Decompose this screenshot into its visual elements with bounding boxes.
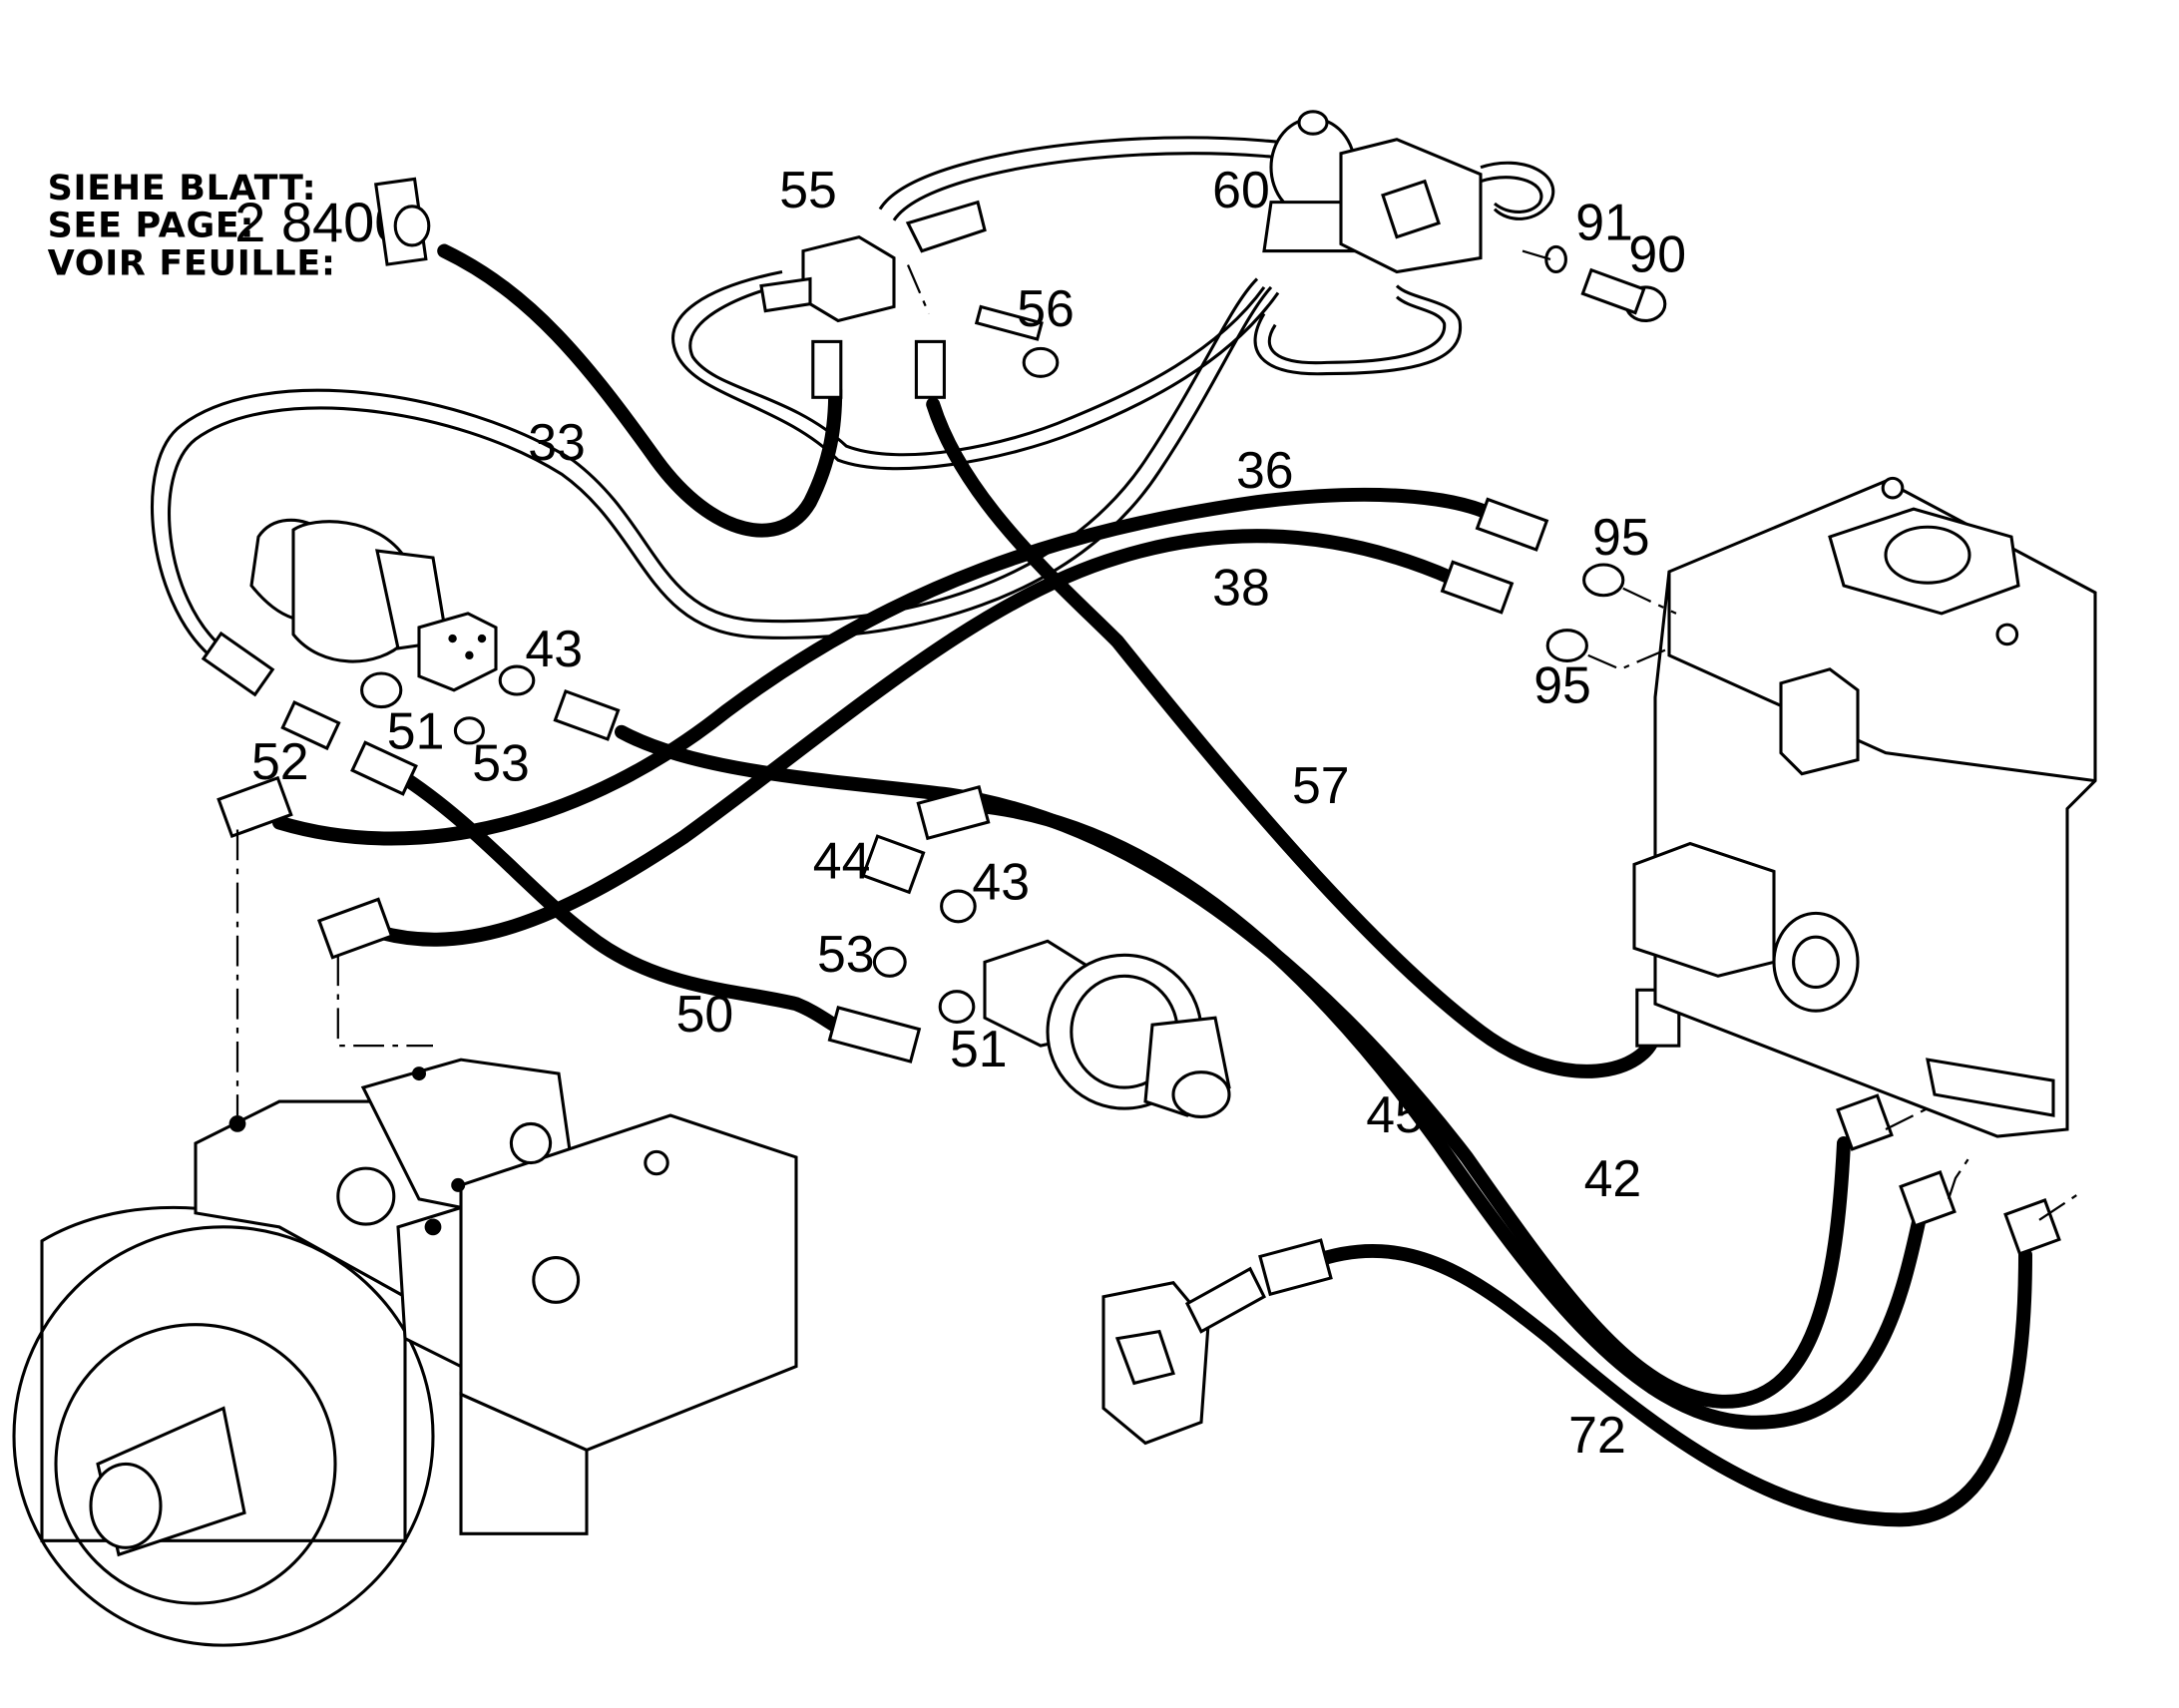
hose-33 bbox=[437, 243, 843, 538]
callout-95-lower: 95 bbox=[1533, 655, 1591, 713]
callout-42: 42 bbox=[1584, 1149, 1642, 1207]
callout-43-lower: 43 bbox=[972, 852, 1030, 910]
hose-50 bbox=[391, 766, 859, 1040]
callout-60: 60 bbox=[1212, 161, 1270, 218]
callout-55: 55 bbox=[779, 161, 837, 218]
callout-95-upper: 95 bbox=[1592, 508, 1650, 566]
fittings bbox=[201, 177, 2061, 1297]
callout-44: 44 bbox=[813, 831, 871, 889]
callout-90: 90 bbox=[1628, 225, 1686, 283]
hose-42 bbox=[615, 724, 1851, 1409]
leader-lines bbox=[235, 249, 2082, 1221]
callout-53-upper: 53 bbox=[472, 734, 530, 792]
callout-57: 57 bbox=[1292, 756, 1350, 814]
callout-51-upper: 51 bbox=[387, 702, 445, 760]
hose-57 bbox=[926, 397, 1662, 1078]
hose-36 bbox=[272, 487, 1502, 846]
accumulator-valve-group bbox=[1262, 110, 1555, 274]
callout-36: 36 bbox=[1236, 441, 1294, 499]
hose-72 bbox=[1306, 1244, 2032, 1527]
hose-38 bbox=[356, 529, 1460, 947]
distribution-block bbox=[759, 200, 987, 323]
callout-52: 52 bbox=[251, 732, 309, 790]
reference-line-de: SIEHE BLATT: bbox=[48, 169, 317, 209]
callout-51-lower: 51 bbox=[950, 1020, 1008, 1077]
callout-38: 38 bbox=[1212, 559, 1270, 617]
callout-33: 33 bbox=[528, 413, 586, 471]
page-reference: SIEHE BLATT: SEE PAGE: VOIR FEUILLE: 2 8… bbox=[48, 169, 406, 283]
reference-line-fr: VOIR FEUILLE: bbox=[48, 243, 336, 283]
callout-91: 91 bbox=[1575, 193, 1633, 250]
callout-45: 45 bbox=[1366, 1085, 1424, 1143]
callout-53-lower: 53 bbox=[817, 925, 875, 983]
hose-45 bbox=[970, 798, 1928, 1430]
control-valve bbox=[1101, 1266, 1267, 1446]
callout-50: 50 bbox=[676, 985, 734, 1043]
callout-43-upper: 43 bbox=[525, 620, 583, 677]
reference-line-en: SEE PAGE: bbox=[48, 207, 255, 246]
callout-72: 72 bbox=[1568, 1406, 1626, 1464]
tank-frame bbox=[1632, 476, 2097, 1138]
hoses bbox=[272, 243, 2032, 1527]
motor-center bbox=[983, 939, 1231, 1118]
callout-labels: 33 36 38 42 43 43 44 45 50 51 51 52 53 5… bbox=[251, 161, 1686, 1464]
hydraulic-pump-assembly bbox=[12, 1058, 798, 1647]
valve-block-left bbox=[249, 518, 498, 692]
callout-56: 56 bbox=[1017, 279, 1075, 337]
